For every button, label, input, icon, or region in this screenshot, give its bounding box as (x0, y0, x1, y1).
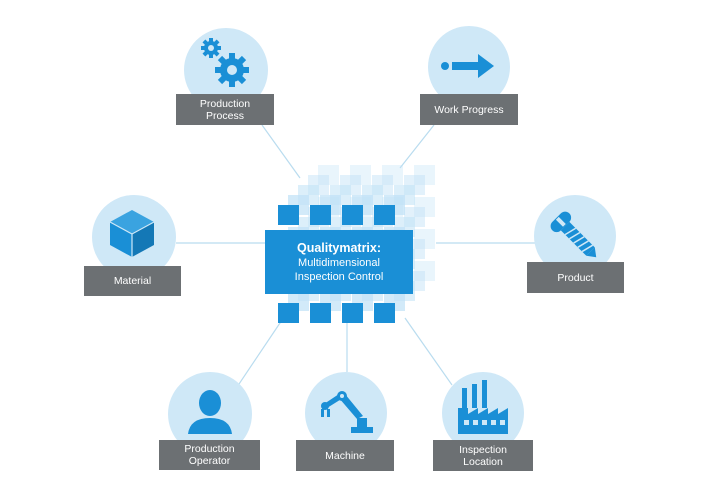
matrix-back-square (350, 165, 371, 185)
matrix-square (374, 303, 395, 323)
matrix-back-square (414, 165, 435, 185)
matrix-back-square (414, 197, 435, 217)
matrix-square (310, 303, 331, 323)
center-subtitle-line2: Inspection Control (294, 270, 384, 283)
screw-icon (550, 211, 597, 258)
connector-inspection-location (404, 317, 453, 386)
center-title: Qualitymatrix: (296, 240, 382, 255)
arrow-right-icon (441, 54, 494, 78)
matrix-square (310, 205, 331, 225)
connector-production-operator (234, 319, 283, 391)
matrix-square (342, 303, 363, 323)
center-subtitle-line1: Multidimensional (298, 256, 380, 269)
machine-label: Machine (296, 440, 394, 471)
robot-arm-icon (321, 391, 373, 433)
matrix-square (278, 205, 299, 225)
matrix-back-square (382, 165, 403, 185)
gears-icon (201, 38, 249, 87)
qualitymatrix-box: Qualitymatrix: Multidimensional Inspecti… (265, 230, 413, 294)
connector-production-process (261, 124, 301, 179)
person-icon (188, 390, 232, 434)
matrix-square (374, 205, 395, 225)
work-progress-label: Work Progress (420, 94, 518, 125)
material-label: Material (84, 266, 181, 296)
inspection-location-label: Inspection Location (433, 440, 533, 471)
matrix-back-square (318, 165, 339, 185)
factory-icon (458, 380, 508, 434)
matrix-square (342, 205, 363, 225)
production-process-label: Production Process (176, 94, 274, 125)
material-circle (92, 195, 176, 279)
product-label: Product (527, 262, 624, 293)
connector-work-progress (399, 124, 435, 169)
matrix-back-square (414, 261, 435, 281)
matrix-back-square (414, 229, 435, 249)
production-operator-label: Production Operator (159, 440, 260, 470)
matrix-square (278, 303, 299, 323)
box-icon (109, 210, 155, 257)
